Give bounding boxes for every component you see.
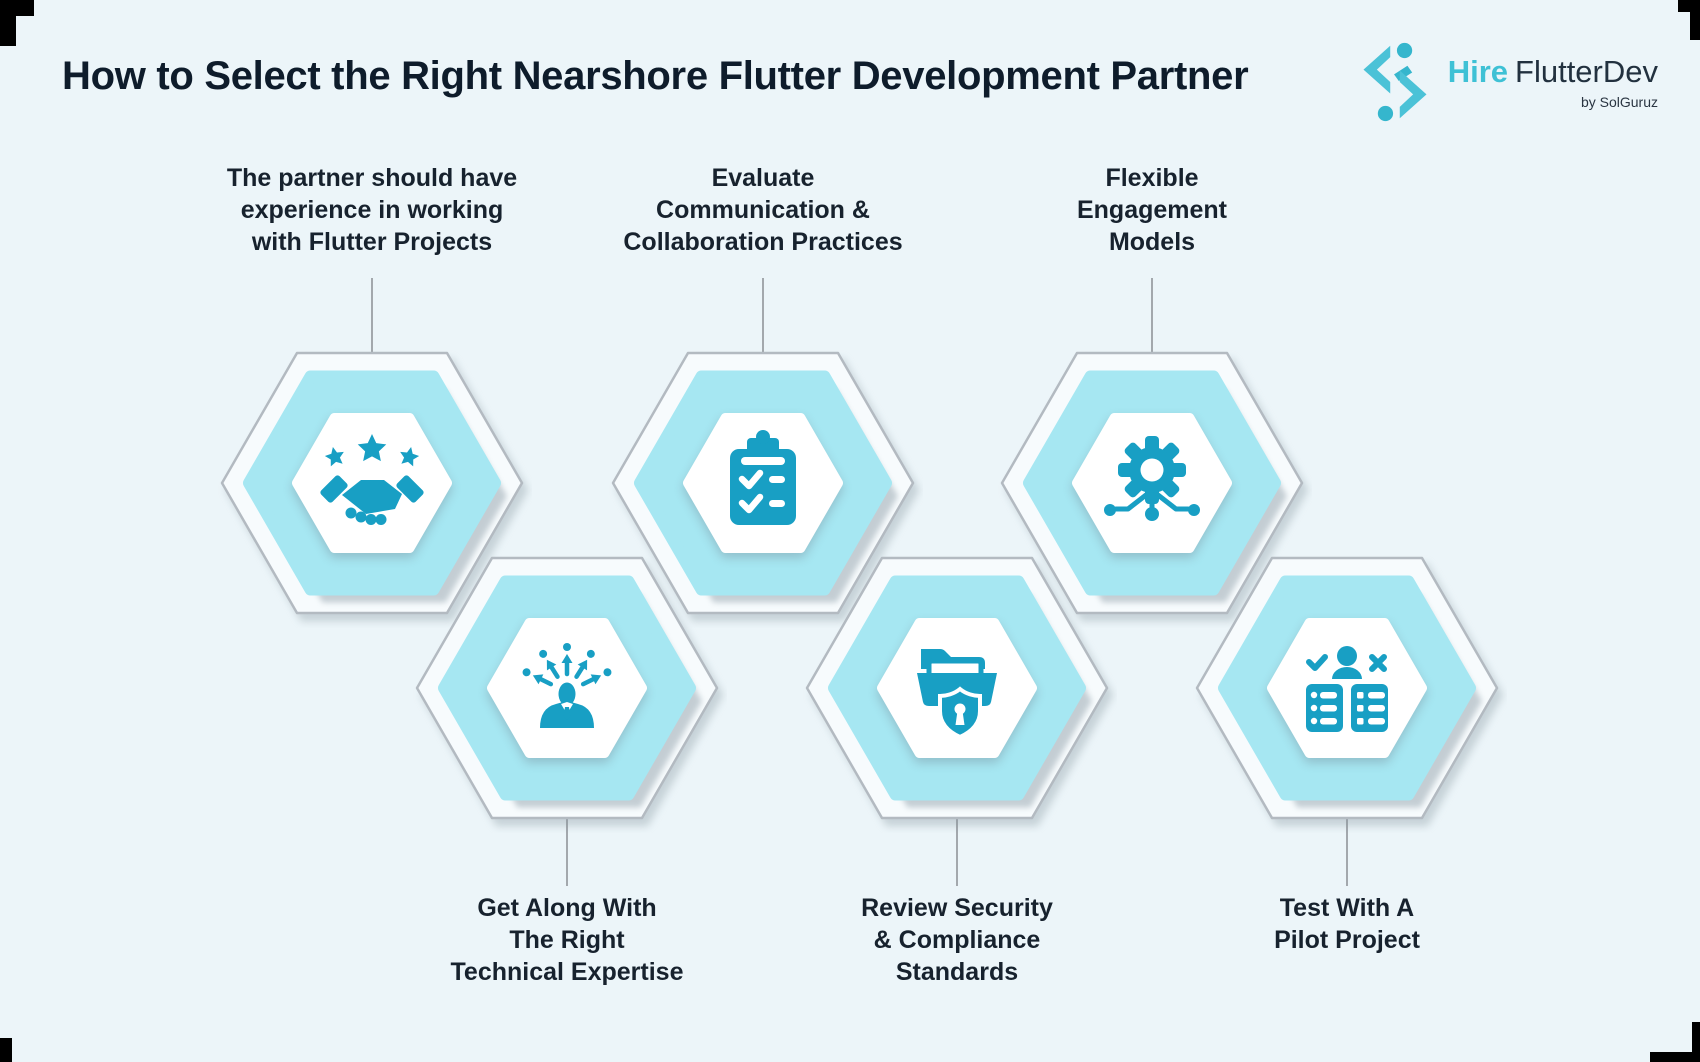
page-title: How to Select the Right Nearshore Flutte… (62, 54, 1249, 98)
connector-line-6 (1346, 818, 1348, 886)
connector-line-4 (566, 818, 568, 886)
step-label-6: Test With A Pilot Project (1274, 894, 1420, 954)
step-hexagon-2 (603, 338, 923, 628)
step-hexagon-6 (1187, 543, 1507, 833)
step-hexagon-5 (797, 543, 1117, 833)
connector-line-1 (371, 278, 373, 354)
checklist-clipboard-icon (730, 430, 796, 525)
person-skills-icon (522, 643, 612, 728)
brand-name-highlight: Hire (1447, 54, 1509, 89)
crop-mark-top-right-b (1690, 0, 1700, 40)
handshake-stars-icon (320, 434, 424, 525)
secure-folder-icon (917, 649, 997, 740)
step-hexagon-3 (992, 338, 1312, 628)
step-hexagon-1 (212, 338, 532, 628)
brand-byline: by SolGuruz (1580, 94, 1658, 110)
step-label-4: Get Along With The Right Technical Exper… (450, 894, 684, 986)
gear-network-icon (1104, 436, 1200, 521)
brand-logo-icon (1363, 42, 1427, 122)
step-label-2: Evaluate Communication & Collaboration P… (623, 164, 903, 256)
crop-mark-bottom-right-a (1650, 1052, 1700, 1062)
candidate-evaluation-icon (1306, 646, 1388, 732)
step-label-1: The partner should have experience in wo… (226, 164, 518, 256)
crop-mark-top-left-b (0, 0, 16, 46)
connector-line-2 (762, 278, 764, 354)
connector-line-3 (1151, 278, 1153, 354)
crop-mark-bottom-left (0, 1038, 12, 1062)
step-label-3: Flexible Engagement Models (1076, 164, 1228, 256)
step-label-5: Review Security & Compliance Standards (861, 894, 1053, 986)
crop-mark-bottom-right-b (1692, 1022, 1700, 1062)
step-hexagon-4 (407, 543, 727, 833)
brand-name-rest: FlutterDev (1515, 54, 1658, 89)
connector-line-5 (956, 818, 958, 886)
